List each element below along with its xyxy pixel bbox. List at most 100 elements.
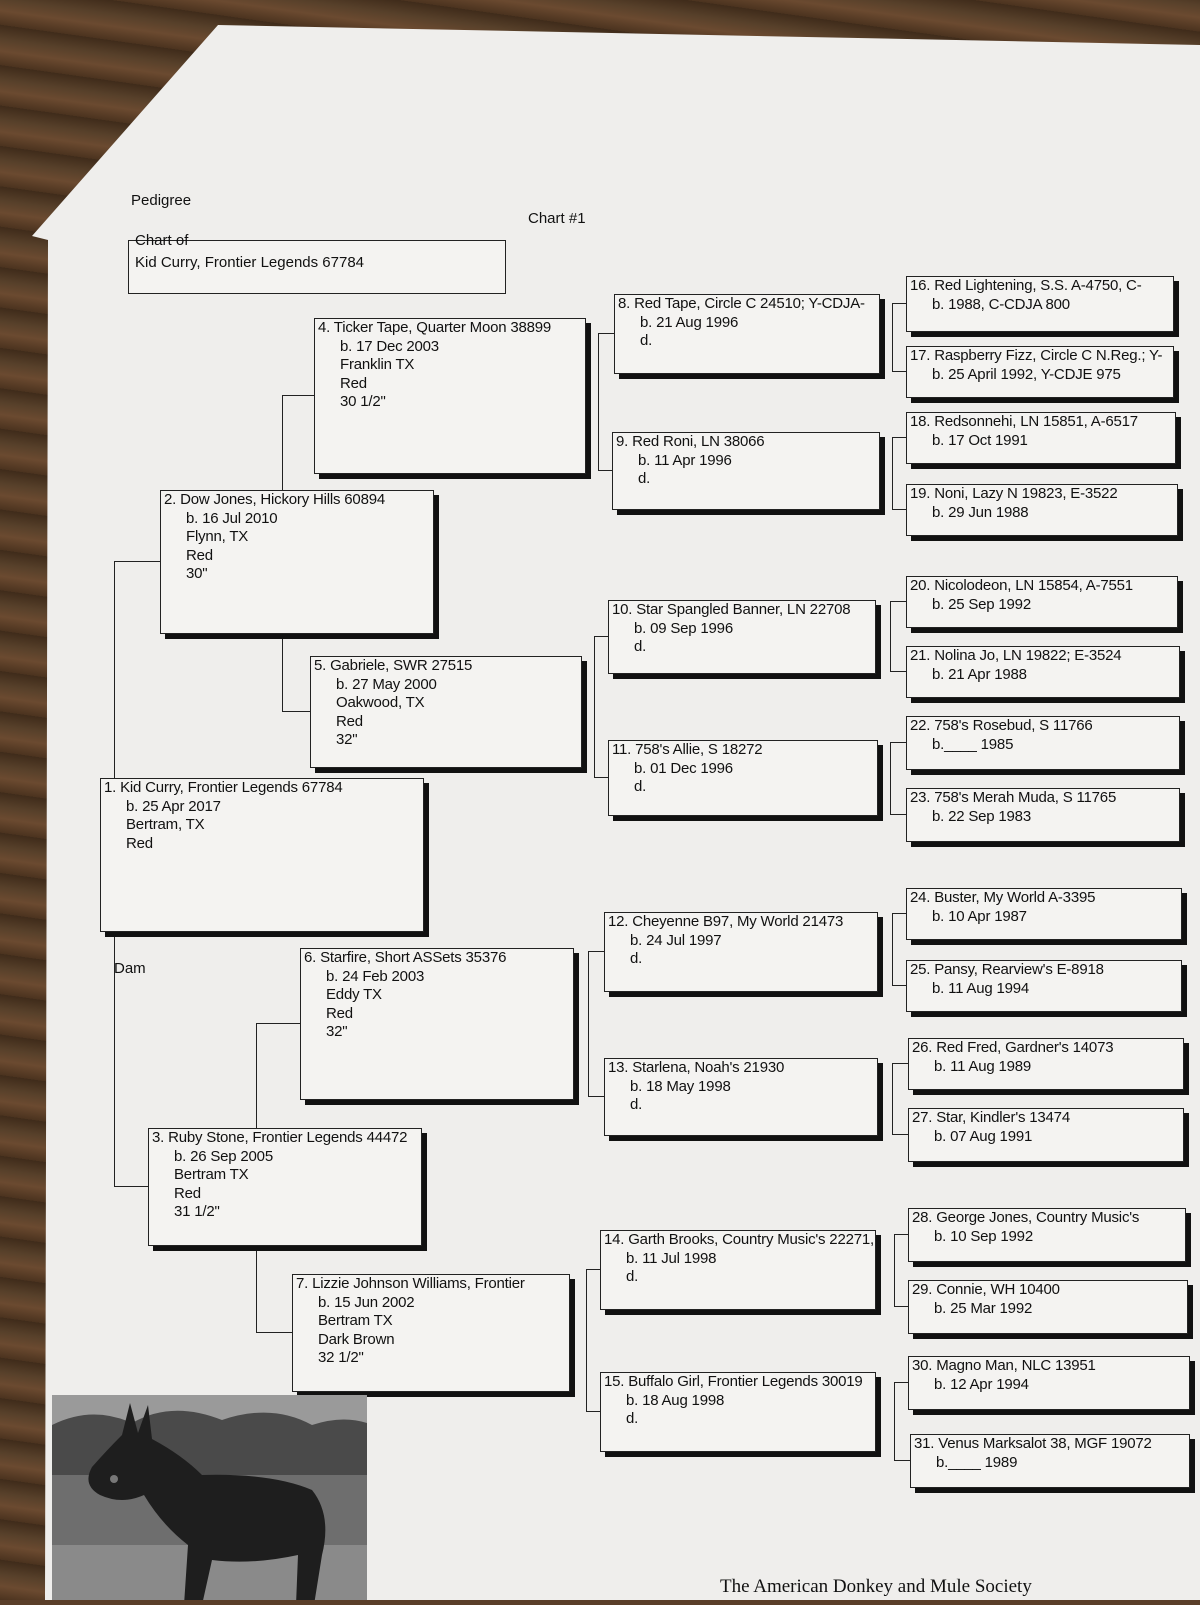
bracket-vertical [598, 333, 599, 470]
animal-detail: b. 12 Apr 1994 [934, 1375, 1029, 1393]
bracket-to-sire [114, 561, 160, 562]
pedigree-box-21 [906, 646, 1180, 698]
bracket-to-dam [894, 1306, 908, 1307]
pedigree-box-28 [908, 1208, 1186, 1262]
pedigree-box-1 [100, 778, 424, 932]
animal-detail: Bertram TX [318, 1312, 393, 1329]
bracket-to-sire [892, 303, 906, 304]
bracket-vertical [894, 1234, 895, 1306]
footer-society: The American Donkey and Mule Society [720, 1576, 1032, 1597]
pedigree-box-13 [604, 1058, 878, 1136]
animal-detail: b. 18 Aug 1998 [626, 1391, 725, 1409]
animal-detail: b.____ 1985 [932, 735, 1014, 753]
pedigree-box-14 [600, 1230, 876, 1310]
animal-detail: 32 1/2" [318, 1349, 364, 1366]
animal-name: 4. Ticker Tape, Quarter Moon 38899 [318, 319, 552, 336]
pedigree-box-27 [908, 1108, 1184, 1162]
pedigree-box-15 [600, 1372, 876, 1452]
animal-name: 27. Star, Kindler's 13474 [912, 1109, 1070, 1126]
bracket-to-sire [598, 333, 614, 334]
animal-detail: 32" [326, 1023, 348, 1040]
animal-detail: b.____ 1989 [936, 1453, 1018, 1471]
pedigree-box-29 [908, 1280, 1188, 1334]
bracket-to-sire [892, 1063, 908, 1064]
bracket-to-dam [594, 777, 608, 778]
animal-detail: b. 09 Sep 1996 [634, 619, 733, 637]
pedigree-box-19 [906, 484, 1178, 536]
animal-detail: b. 21 Aug 1996 [640, 313, 739, 331]
chart-of-box [128, 240, 506, 294]
bracket-vertical [894, 1382, 895, 1460]
animal-detail: Dark Brown [318, 1330, 395, 1348]
bracket-to-sire [894, 1234, 908, 1235]
animal-detail: b. 11 Jul 1998 [626, 1249, 717, 1267]
animal-detail: Red [186, 546, 213, 564]
bracket-to-sire [892, 913, 906, 914]
animal-detail: d. [634, 778, 647, 795]
animal-detail: d. [634, 638, 647, 655]
animal-name: 10. Star Spangled Banner, LN 22708 [612, 601, 851, 618]
bracket-to-dam [892, 509, 906, 510]
animal-detail: b. 25 April 1992, Y-CDJE 975 [932, 365, 1121, 383]
bracket-to-dam [256, 1332, 292, 1333]
bracket-to-dam [890, 814, 906, 815]
animal-detail: 31 1/2" [174, 1203, 220, 1220]
bracket-to-dam [586, 1411, 600, 1412]
bracket-to-sire [892, 437, 906, 438]
animal-detail: d. [638, 470, 651, 487]
animal-name: 9. Red Roni, LN 38066 [616, 433, 765, 450]
animal-detail: b. 25 Apr 2017 [126, 797, 221, 815]
bracket-to-dam [892, 1134, 908, 1135]
animal-detail: b. 27 May 2000 [336, 675, 437, 693]
bracket-vertical [892, 303, 893, 371]
pedigree-box-16 [906, 276, 1174, 332]
pedigree-box-26 [908, 1038, 1184, 1090]
chart-subject: Kid Curry, Frontier Legends 67784 [135, 254, 365, 271]
pedigree-box-30 [908, 1356, 1190, 1410]
animal-name: 30. Magno Man, NLC 13951 [912, 1357, 1096, 1374]
animal-name: 3. Ruby Stone, Frontier Legends 44472 [152, 1129, 408, 1146]
bracket-to-sire [588, 951, 604, 952]
animal-name: 29. Connie, WH 10400 [912, 1281, 1060, 1298]
bracket-to-sire [890, 601, 906, 602]
animal-name: 31. Venus Marksalot 38, MGF 19072 [914, 1435, 1152, 1452]
animal-detail: b. 25 Sep 1992 [932, 595, 1031, 613]
animal-detail: Bertram TX [174, 1166, 249, 1183]
bracket-vertical [890, 742, 891, 814]
animal-detail: b. 17 Dec 2003 [340, 337, 439, 355]
pedigree-box-31 [910, 1434, 1190, 1488]
animal-name: 1. Kid Curry, Frontier Legends 67784 [104, 779, 343, 796]
animal-detail: b. 10 Apr 1987 [932, 907, 1027, 925]
animal-name: 6. Starfire, Short ASSets 35376 [304, 949, 507, 966]
pedigree-box-18 [906, 412, 1176, 464]
animal-name: 24. Buster, My World A-3395 [910, 889, 1096, 906]
animal-detail: Red [174, 1184, 201, 1202]
pedigree-box-2 [160, 490, 434, 634]
animal-name: 23. 758's Merah Muda, S 11765 [910, 789, 1117, 806]
pedigree-box-20 [906, 576, 1178, 628]
animal-detail: Oakwood, TX [336, 694, 425, 711]
bracket-vertical [588, 951, 589, 1096]
bracket-to-sire [890, 742, 906, 743]
animal-detail: b. 26 Sep 2005 [174, 1147, 273, 1165]
animal-detail: b. 22 Sep 1983 [932, 807, 1031, 825]
animal-detail: b. 11 Aug 1994 [932, 979, 1030, 997]
animal-detail: d. [626, 1410, 639, 1427]
bracket-vertical [892, 437, 893, 509]
animal-detail: b. 15 Jun 2002 [318, 1293, 415, 1311]
pedigree-box-10 [608, 600, 876, 674]
animal-detail: b. 21 Apr 1988 [932, 665, 1027, 683]
